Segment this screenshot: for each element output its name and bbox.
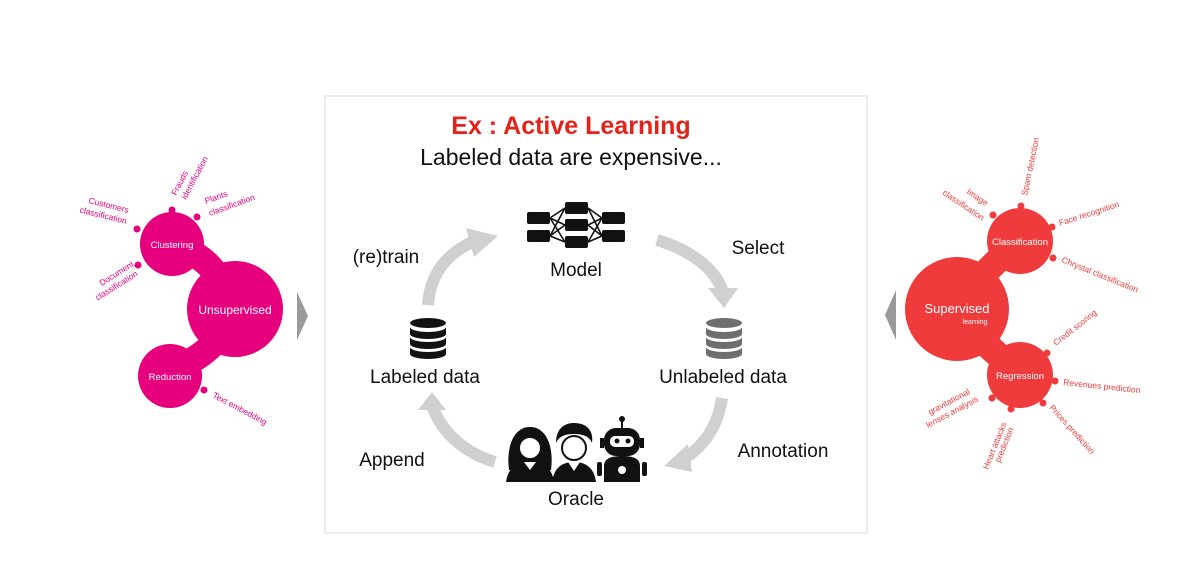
- leaf-prices: Prices prediction: [1048, 403, 1098, 457]
- leaf-dot: [1051, 377, 1059, 385]
- select-arrowhead: [708, 288, 738, 308]
- leaf-dot: [1007, 405, 1015, 413]
- select-label: Select: [732, 238, 786, 259]
- annotation-arrowhead: [664, 444, 692, 472]
- leaf-dot: [168, 206, 176, 214]
- panel-subtitle: Labeled data are expensive...: [420, 144, 722, 170]
- leaf-dot: [200, 386, 208, 394]
- leaf-heart: Heart attacks prediction: [981, 421, 1016, 471]
- supervised-label: Supervised: [924, 301, 989, 316]
- append-arrow: [426, 402, 497, 468]
- regression-node: [987, 342, 1053, 408]
- append-arrowhead: [418, 392, 446, 410]
- leaf-dot: [989, 211, 997, 219]
- model-label: Model: [550, 260, 602, 281]
- leaf-dot: [133, 225, 141, 233]
- leaf-document: Document classification: [93, 259, 139, 303]
- man-icon: [552, 423, 596, 482]
- retrain-arrowhead: [466, 228, 498, 257]
- leaf-dot: [134, 261, 142, 269]
- cycle-arrows: [422, 234, 729, 468]
- panel-title: Ex : Active Learning: [451, 112, 690, 140]
- annotation-arrow: [681, 396, 728, 464]
- append-label: Append: [359, 450, 425, 471]
- reduction-node: [138, 344, 202, 408]
- leaf-image: Image classification: [941, 186, 990, 222]
- supervised-node: [905, 257, 1009, 361]
- database-icon: [410, 318, 446, 359]
- leaf-face: Face recognition: [1058, 199, 1121, 228]
- leaf-dot: [193, 213, 201, 221]
- labeled-data-label: Labeled data: [370, 367, 480, 388]
- leaf-plants: Plants classification: [203, 188, 256, 217]
- oracle-label: Oracle: [548, 489, 604, 510]
- leaf-revenues: Revenues prediction: [1063, 377, 1141, 395]
- cycle-arrowheads: [418, 228, 738, 472]
- leaf-spam: Spam detection: [1019, 136, 1041, 196]
- retrain-label: (re)train: [353, 247, 420, 268]
- leaf-customers: Customers classification: [79, 195, 130, 226]
- active-learning-panel: [324, 95, 868, 534]
- regression-label: Regression: [996, 371, 1044, 382]
- unsupervised-map: Clustering Unsupervised Reduction Custom…: [79, 154, 283, 427]
- retrain-arrow: [422, 236, 475, 306]
- leaf-dot: [988, 394, 996, 402]
- leaf-dot: [1049, 254, 1057, 262]
- leaf-dot: [1017, 202, 1025, 210]
- database-icon: [706, 318, 742, 359]
- leaf-dot: [1039, 399, 1047, 407]
- select-arrow: [655, 234, 729, 295]
- chevron-right-icon: [297, 292, 308, 340]
- leaf-text-embedding: Text embedding: [211, 390, 269, 427]
- supervised-map: Supervised learning Classification Regre…: [905, 136, 1141, 471]
- annotation-label: Annotation: [738, 441, 829, 462]
- unsupervised-label: Unsupervised: [198, 303, 271, 317]
- chevron-left-icon: [885, 290, 896, 340]
- leaf-dot: [1043, 349, 1051, 357]
- unsupervised-node: [187, 261, 283, 357]
- leaf-credit: Credit scoring: [1051, 307, 1099, 347]
- robot-icon: [597, 416, 647, 482]
- reduction-label: Reduction: [149, 372, 192, 383]
- supervised-sublabel: learning: [963, 319, 988, 326]
- neural-network-icon: [527, 202, 625, 248]
- leaf-chrystal: Chrystal classification: [1060, 255, 1140, 295]
- clustering-node: [140, 212, 204, 276]
- unlabeled-data-label: Unlabeled data: [659, 367, 787, 388]
- classification-label: Classification: [992, 237, 1048, 248]
- classification-node: [987, 208, 1053, 274]
- woman-icon: [506, 427, 554, 482]
- clustering-label: Clustering: [151, 240, 194, 251]
- leaf-dot: [1048, 223, 1056, 231]
- leaf-gravitational: gravitational lenses analysis: [924, 386, 980, 429]
- leaf-frauds: Frauds identification: [169, 154, 210, 201]
